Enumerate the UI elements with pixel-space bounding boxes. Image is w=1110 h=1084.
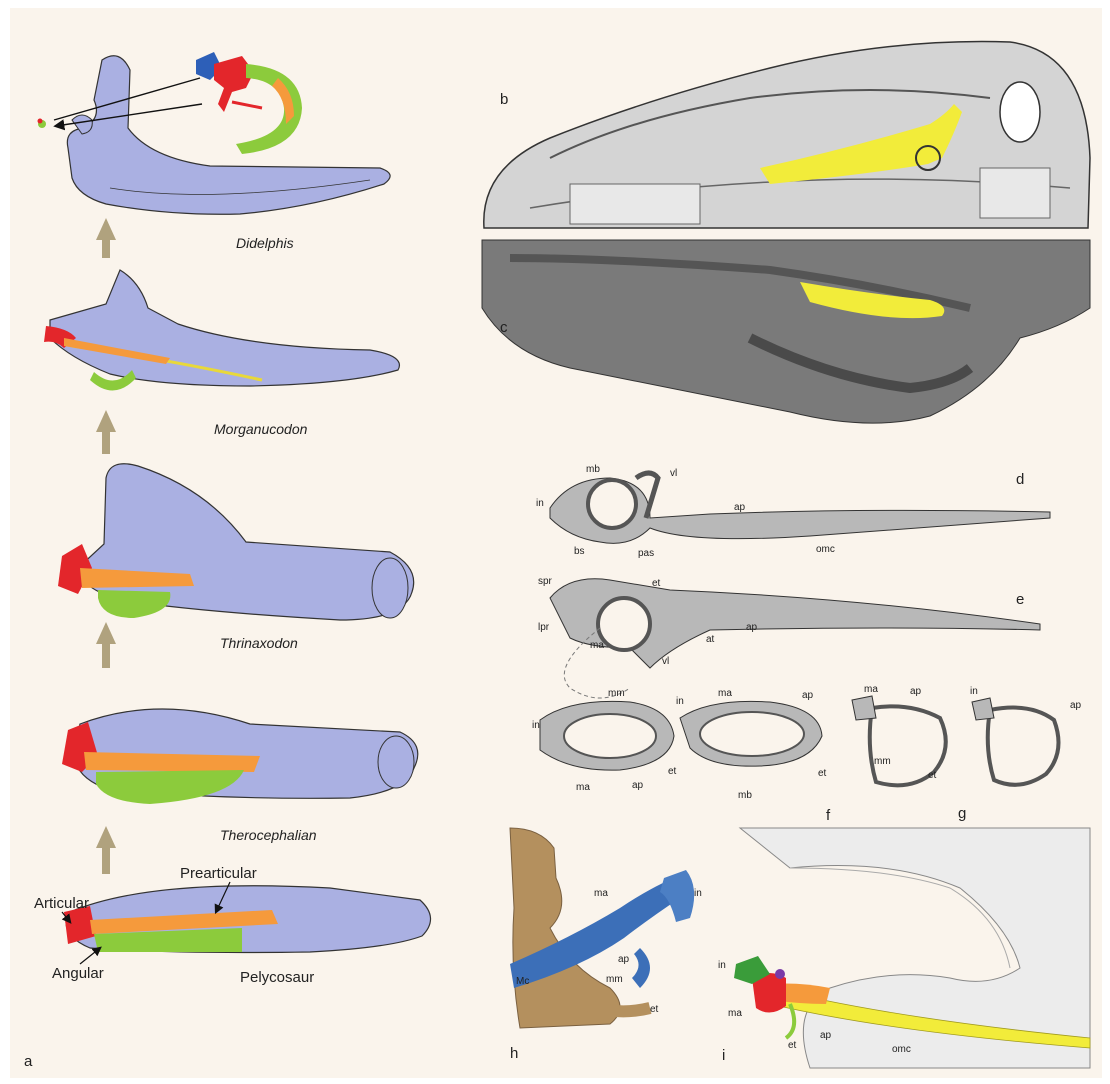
e-label-spr: spr [538, 576, 553, 587]
taxon-therocephalian: Therocephalian [220, 827, 317, 843]
h-label-ma: ma [594, 888, 608, 899]
d-label-mb: mb [586, 464, 600, 475]
panel-letter-d: d [1016, 471, 1024, 488]
f-label-et-1: et [668, 766, 677, 777]
d-label-pas: pas [638, 548, 654, 559]
panel-letter-a: a [24, 1053, 33, 1070]
d-label-bs: bs [574, 546, 585, 557]
g-label-mm: mm [874, 756, 891, 767]
taxon-thrinaxodon: Thrinaxodon [220, 635, 298, 651]
panel-h: ma in ap mm Mc et h [510, 828, 702, 1062]
i-label-ap: ap [820, 1030, 832, 1041]
panel-letter-e: e [1016, 591, 1024, 608]
panel-letter-f: f [826, 807, 831, 824]
g-label-ap-1: ap [910, 686, 922, 697]
f-label-ap-2: ap [802, 690, 814, 701]
taxon-morganucodon: Morganucodon [214, 421, 308, 437]
f-label-ap-1: ap [632, 780, 644, 791]
i-label-in: in [718, 960, 726, 971]
h-label-in: in [694, 888, 702, 899]
f-label-ma-1: ma [576, 782, 590, 793]
figure-canvas: Didelphis Morganucodon Thrinaxodon [10, 8, 1102, 1078]
f-label-et-2: et [818, 768, 827, 779]
panel-c: c [482, 240, 1090, 423]
f-label-mb: mb [738, 790, 752, 801]
d-label-omc: omc [816, 544, 835, 555]
panel-letter-c: c [500, 319, 508, 336]
panel-letter-b: b [500, 91, 508, 108]
panel-a: Didelphis Morganucodon Thrinaxodon [24, 52, 431, 1070]
h-label-mc: Mc [516, 976, 529, 987]
therocephalian-jaw [62, 709, 418, 804]
panel-d: mb vl in ap bs pas omc d [536, 464, 1050, 559]
g-label-et: et [928, 770, 937, 781]
e-label-at: at [706, 634, 715, 645]
e-label-ap: ap [746, 622, 758, 633]
f-label-in-2: in [676, 696, 684, 707]
panel-b: b [484, 42, 1090, 228]
f-label-in-1: in [532, 720, 540, 731]
g-label-ma: ma [864, 684, 878, 695]
i-label-omc: omc [892, 1044, 911, 1055]
panel-letter-i: i [722, 1047, 725, 1064]
g-label-in: in [970, 686, 978, 697]
thrinaxodon-jaw [58, 464, 414, 620]
panel-g: ma ap in ap mm et g [852, 684, 1082, 822]
morganucodon-jaw [44, 270, 399, 391]
f-label-mm: mm [608, 688, 625, 699]
figure-panel: Didelphis Morganucodon Thrinaxodon [10, 8, 1102, 1078]
h-label-mm: mm [606, 974, 623, 985]
e-label-vl: vl [662, 656, 669, 667]
panel-letter-h: h [510, 1045, 518, 1062]
d-label-in: in [536, 498, 544, 509]
d-label-ap: ap [734, 502, 746, 513]
label-prearticular: Prearticular [180, 865, 257, 882]
d-label-vl: vl [670, 468, 677, 479]
taxon-didelphis: Didelphis [236, 235, 294, 251]
g-label-ap-2: ap [1070, 700, 1082, 711]
e-label-lpr: lpr [538, 622, 550, 633]
e-label-et: et [652, 578, 661, 589]
pelycosaur-jaw [64, 886, 431, 953]
i-label-et: et [788, 1040, 797, 1051]
h-label-et: et [650, 1004, 659, 1015]
h-label-ap: ap [618, 954, 630, 965]
label-angular: Angular [52, 965, 104, 982]
panel-e: spr et lpr ma at ap vl e [538, 576, 1040, 698]
e-label-ma: ma [590, 640, 604, 651]
panel-f: in mm ma ap et in ma ap mb et f [532, 688, 831, 824]
panel-i: in ma et ap omc i [718, 828, 1090, 1068]
f-label-ma-2: ma [718, 688, 732, 699]
i-label-ma: ma [728, 1008, 742, 1019]
label-articular: Articular [34, 895, 89, 912]
taxon-pelycosaur: Pelycosaur [240, 969, 314, 986]
panel-letter-g: g [958, 805, 966, 822]
